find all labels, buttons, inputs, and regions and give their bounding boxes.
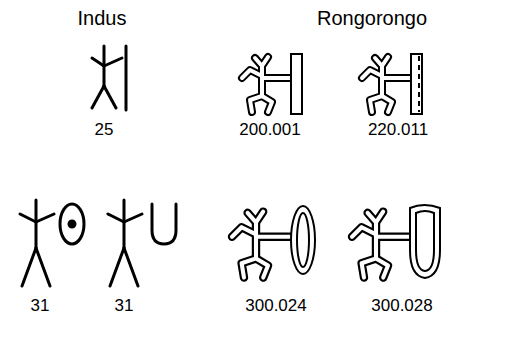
column-heading: Rongorongo	[317, 7, 427, 29]
indus-sign	[108, 200, 176, 286]
rongorongo-glyph	[242, 54, 302, 114]
indus-sign	[20, 200, 84, 286]
rongorongo-glyph	[362, 54, 422, 114]
indus-sign	[92, 46, 126, 110]
sign-number: 31	[31, 297, 50, 316]
sign-number: 200.001	[239, 121, 300, 140]
sign-number: 31	[115, 297, 134, 316]
sign-number: 300.024	[245, 297, 306, 316]
rongorongo-glyph	[232, 206, 315, 278]
sign-number: 300.028	[371, 297, 432, 316]
column-heading: Indus	[78, 7, 127, 29]
rongorongo-glyph	[352, 205, 440, 278]
sign-number: 25	[95, 121, 114, 140]
sign-number: 220.011	[368, 121, 428, 140]
